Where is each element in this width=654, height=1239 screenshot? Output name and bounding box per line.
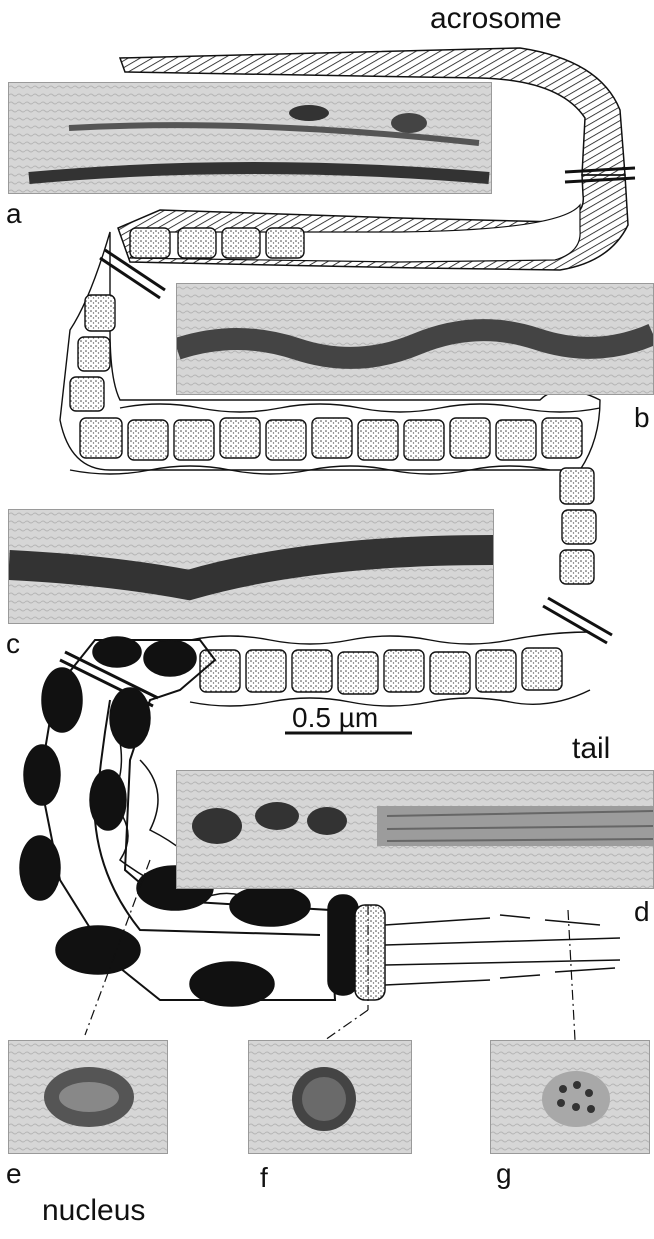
panel-letter-e: e xyxy=(6,1160,22,1188)
micrograph-b xyxy=(176,283,654,395)
micrograph-c xyxy=(8,509,494,624)
tail-label: tail xyxy=(572,734,610,764)
micrograph-a xyxy=(8,82,492,194)
scale-bar-label: 0.5 µm xyxy=(292,704,378,732)
panel-letter-g: g xyxy=(496,1160,512,1188)
panel-letter-a: a xyxy=(6,200,22,228)
panel-letter-d: d xyxy=(634,898,650,926)
micrograph-e xyxy=(8,1040,168,1154)
panel-letter-f: f xyxy=(260,1164,268,1192)
micrograph-g xyxy=(490,1040,650,1154)
flagellum xyxy=(385,915,620,985)
panel-letter-c: c xyxy=(6,630,20,658)
micrograph-d xyxy=(176,770,654,889)
nucleus-label: nucleus xyxy=(42,1196,145,1226)
acrosome-label: acrosome xyxy=(430,4,562,34)
micrograph-f xyxy=(248,1040,412,1154)
panel-letter-b: b xyxy=(634,404,650,432)
